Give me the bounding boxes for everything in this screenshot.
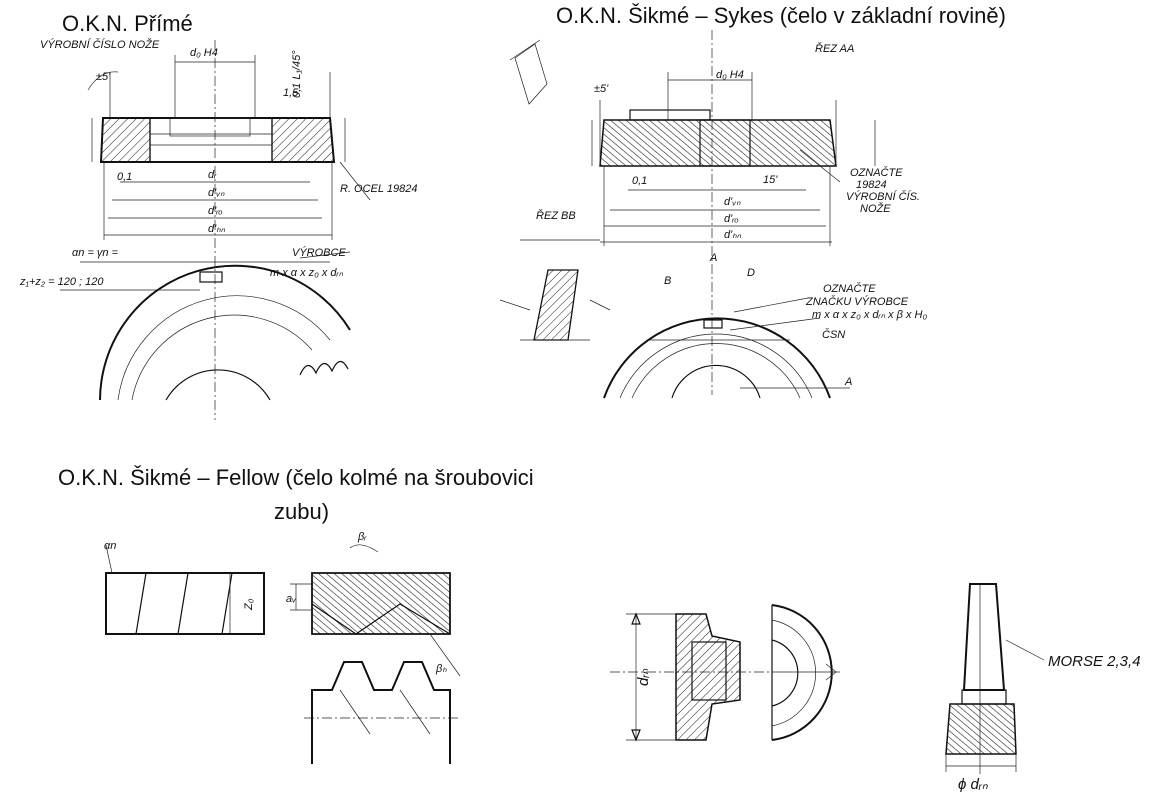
sykes-note1c: VÝROBNÍ ČÍS. xyxy=(846,190,920,203)
prime-alpha-label: αn = γn = xyxy=(72,247,119,259)
title-prime: O.K.N. Přímé xyxy=(62,11,193,36)
sykes-angle-label: ±5' xyxy=(594,83,609,95)
shank-morse-label: MORSE 2,3,4 xyxy=(1048,653,1141,670)
fellow-rack-plain xyxy=(105,544,265,635)
fellow-av-label: aᵥ xyxy=(286,593,296,605)
fellow-alpha-n-label: αn xyxy=(104,540,116,552)
sykes-v15: 15' xyxy=(763,174,778,186)
prime-dvn-label: d'ᵥₙ xyxy=(208,187,225,199)
prime-manufacturer-label: VÝROBCE xyxy=(292,246,346,259)
prime-cutter-section xyxy=(87,40,371,420)
sykes-dhn-label: d'ₕₙ xyxy=(724,229,742,241)
sykes-note2c: m x α x z₀ x dᵣₙ x β x H₀ xyxy=(812,309,927,321)
sykes-section-bb-label: ŘEZ BB xyxy=(536,209,576,222)
prime-chamfer-label: 0,1 L₁/45° xyxy=(291,50,303,98)
prime-dim-1-5: 1,5 xyxy=(283,87,299,99)
sykes-note1d: NOŽE xyxy=(860,202,891,215)
prime-mark-label: m x α x z₀ x dᵣₙ xyxy=(270,267,344,279)
sykes-note1: OZNAČTE xyxy=(850,166,903,179)
fellow-rack-hatched xyxy=(290,544,461,677)
sykes-note1b: 19824 xyxy=(856,179,887,191)
prime-dhn-label: d'ₕₙ xyxy=(208,223,226,235)
fellow-tooth-profile xyxy=(304,661,458,764)
title-fellow-line1: O.K.N. Šikmé – Fellow (čelo kolmé na šro… xyxy=(58,465,534,490)
sykes-section-bb xyxy=(499,239,611,341)
sykes-b-label: B xyxy=(664,275,671,287)
shank-cutter xyxy=(945,583,1045,774)
sykes-cutter-top-view xyxy=(603,297,850,399)
disk-drn-label: dᵣₙ xyxy=(635,668,652,686)
disk-cutter-section xyxy=(610,612,770,742)
sykes-dro-label: d'ᵣₒ xyxy=(724,213,739,225)
sykes-note2d: ČSN xyxy=(822,328,845,341)
disk-cutter-half-view xyxy=(771,604,840,741)
prime-da-label: d₀ H4 xyxy=(190,47,218,59)
sykes-d-label: D xyxy=(747,267,755,279)
prime-dr-label: dᵣ xyxy=(208,169,217,181)
prime-cutter-top-view xyxy=(60,251,351,401)
sykes-dvn-label: d'ᵥₙ xyxy=(724,196,741,208)
sykes-note2b: ZNAČKU VÝROBCE xyxy=(805,295,909,308)
prime-material-label: R. OCEL 19824 xyxy=(340,183,417,195)
prime-value-01: 0,1 xyxy=(117,171,132,183)
sykes-note2: OZNAČTE xyxy=(823,282,876,295)
sykes-da-label: d₀ H4 xyxy=(716,69,744,81)
prime-angle-label: ±5' xyxy=(96,71,111,83)
title-fellow-line2: zubu) xyxy=(274,499,330,524)
sykes-cutter-section xyxy=(509,30,876,395)
prime-teeth-label: z₁+z₂ = 120 ; 120 xyxy=(19,276,104,288)
sykes-v01: 0,1 xyxy=(632,175,647,187)
fellow-beta-r-label: βᵣ xyxy=(357,531,367,543)
shank-phi-drn-label: ϕ dᵣₙ xyxy=(958,776,989,793)
title-sykes: O.K.N. Šikmé – Sykes (čelo v základní ro… xyxy=(556,3,1006,28)
fellow-z0-label: Z₀ xyxy=(243,598,255,611)
sykes-a-label-bottom: A xyxy=(844,376,852,388)
fellow-beta-h-label: βₕ xyxy=(435,663,447,675)
sykes-a-label-top: A xyxy=(709,252,717,264)
prime-serial-label: VÝROBNÍ ČÍSLO NOŽE xyxy=(40,38,160,51)
prime-dro-label: d'ᵣₒ xyxy=(208,205,223,217)
sykes-section-aa: ŘEZ AA xyxy=(815,42,854,55)
